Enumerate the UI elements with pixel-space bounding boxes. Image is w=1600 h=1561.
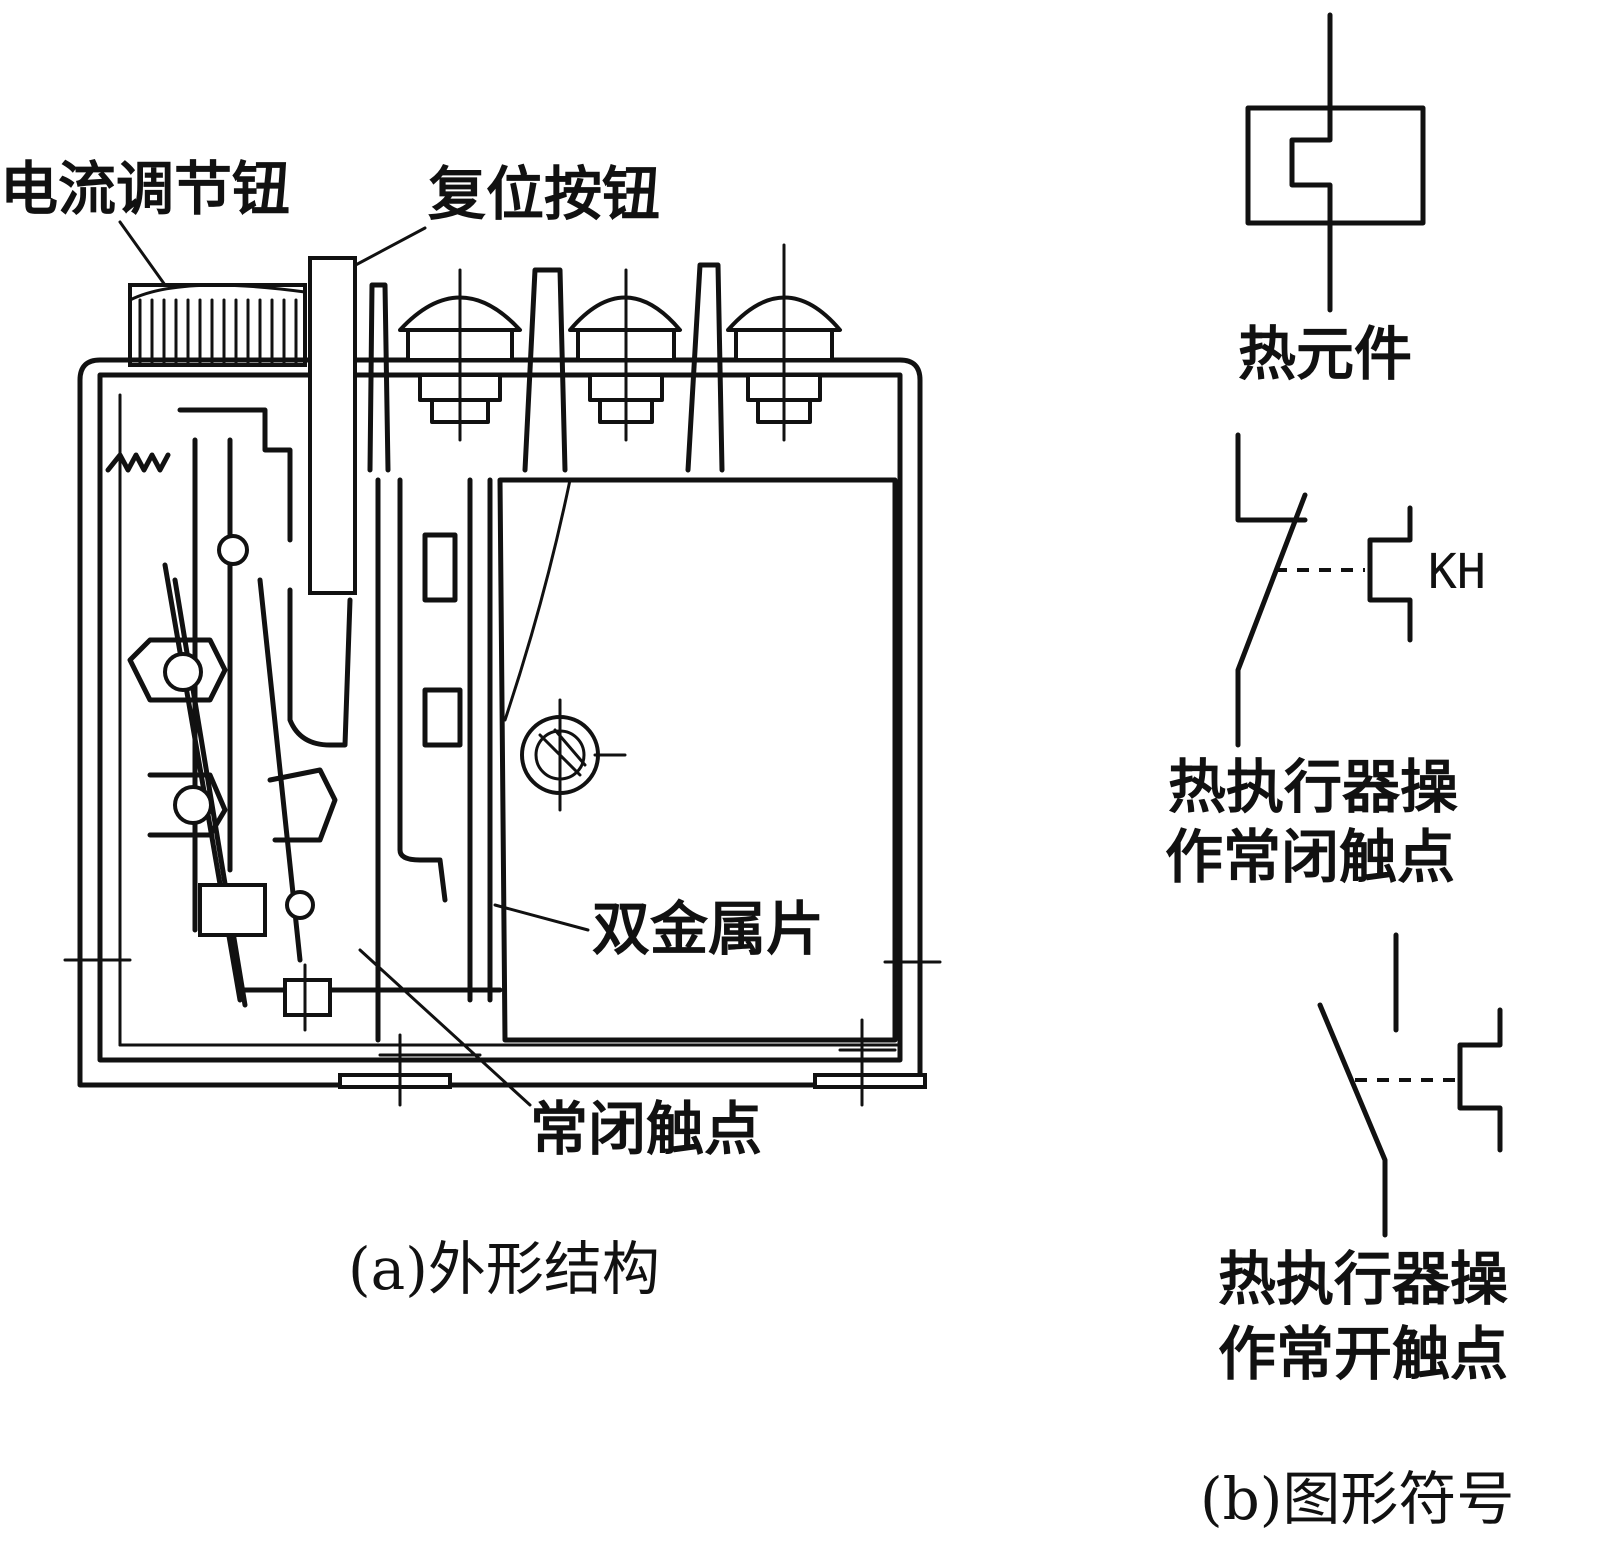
inner-chamber [497,477,898,1043]
heater-element-symbol [1245,12,1426,313]
label-no-line2: 作常开触点 [1218,1320,1509,1388]
label-reset-button: 复位按钮 [428,160,661,228]
relay-housing [77,357,927,1089]
label-heater: 热元件 [1238,320,1413,388]
reset-button-part [287,256,357,748]
label-no-line1: 热执行器操 [1218,1245,1509,1313]
caption-symbols: (b)图形符号 [1200,1465,1515,1533]
label-nc-line2: 作常闭触点 [1165,823,1456,891]
current-knob [128,283,307,367]
label-current-knob: 电流调节钮 [0,155,291,223]
label-nc-line1: 热执行器操 [1168,753,1459,821]
no-contact-symbol [1317,932,1503,1238]
caption-structure: (a)外形结构 [348,1235,660,1303]
leader-nc-contact [358,948,532,1107]
registration-marks [63,698,942,1107]
label-nc-contact: 常闭触点 [530,1095,763,1163]
leader-current-knob [118,220,172,294]
label-kh: KH [1428,544,1486,600]
leader-reset-button [348,226,427,270]
label-bimetal: 双金属片 [592,895,825,963]
terminal-screws [367,243,842,473]
leader-bimetal [493,903,590,932]
nc-contact-symbol [1235,432,1413,748]
